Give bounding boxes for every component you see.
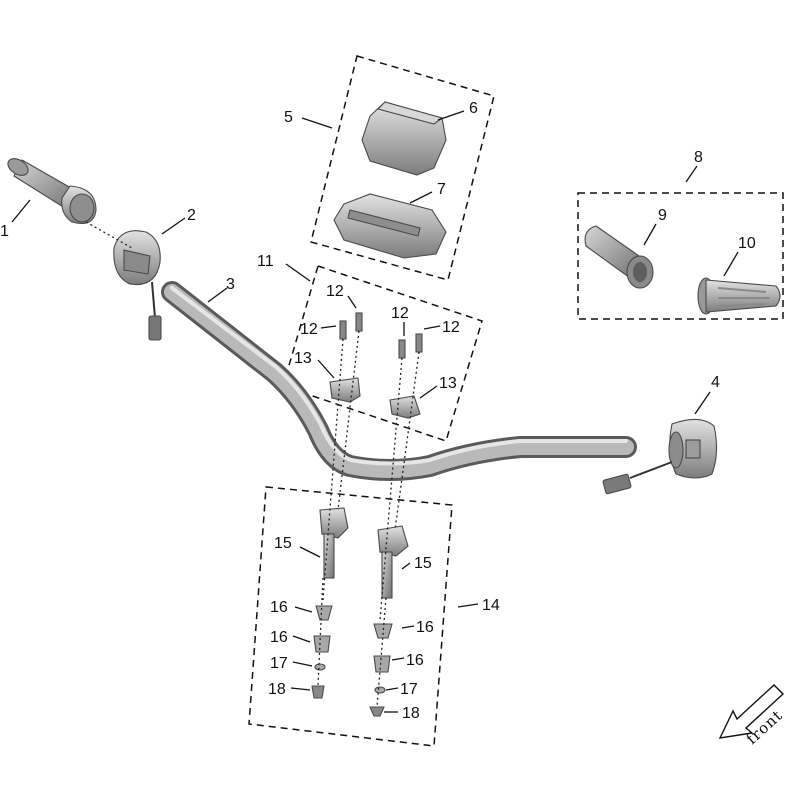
callout-2: 2 (187, 207, 196, 224)
callout-14: 14 (482, 597, 500, 614)
front-label: front (743, 706, 787, 748)
callout-13-b: 13 (439, 375, 457, 392)
clamp-cover-6 (361, 101, 447, 176)
spacers-16 (313, 605, 393, 673)
assembly-lines (85, 221, 420, 708)
callout-17-b: 17 (400, 681, 418, 698)
front-direction-indicator: front (718, 684, 787, 748)
callout-12-b: 12 (300, 321, 318, 338)
washers-17 (314, 663, 386, 694)
callout-15-a: 15 (274, 535, 292, 552)
callout-18-b: 18 (402, 705, 420, 722)
callout-12-d: 12 (442, 319, 460, 336)
callout-11: 11 (257, 253, 274, 270)
grip-9 (584, 225, 654, 289)
nuts-18 (311, 685, 385, 717)
right-switch-4 (602, 418, 718, 495)
callout-6: 6 (469, 100, 478, 117)
callout-9: 9 (658, 207, 667, 224)
callout-18-a: 18 (268, 681, 286, 698)
left-grip-1 (7, 158, 97, 225)
callout-13-a: 13 (294, 350, 312, 367)
callout-5: 5 (284, 109, 293, 126)
grip-10 (697, 277, 781, 315)
bolt-12-set (339, 312, 423, 359)
callout-7: 7 (437, 181, 446, 198)
clamp-cover-7 (333, 193, 447, 259)
callout-15-b: 15 (414, 555, 432, 572)
callout-17-a: 17 (270, 655, 288, 672)
callout-16-b: 16 (270, 629, 288, 646)
callout-12-a: 12 (326, 283, 344, 300)
callout-16-c: 16 (416, 619, 434, 636)
callout-16-a: 16 (270, 599, 288, 616)
upper-clamp-13-right (389, 395, 421, 419)
leader-lines (11, 110, 739, 713)
group-box-8 (577, 192, 784, 320)
callout-8: 8 (694, 149, 703, 166)
left-switch-2 (113, 230, 162, 341)
callout-10: 10 (738, 235, 756, 252)
callout-16-d: 16 (406, 652, 424, 669)
riser-15-left (319, 507, 349, 579)
callout-4: 4 (711, 374, 720, 391)
callout-12-c: 12 (391, 305, 409, 322)
upper-clamp-13-left (329, 377, 361, 403)
callout-3: 3 (226, 276, 235, 293)
front-arrow-icon (718, 684, 785, 739)
callout-1: 1 (0, 223, 9, 240)
callouts: 1 2 3 4 5 6 7 8 9 10 11 12 12 12 12 13 1… (0, 100, 756, 722)
group-box-14 (248, 486, 453, 747)
